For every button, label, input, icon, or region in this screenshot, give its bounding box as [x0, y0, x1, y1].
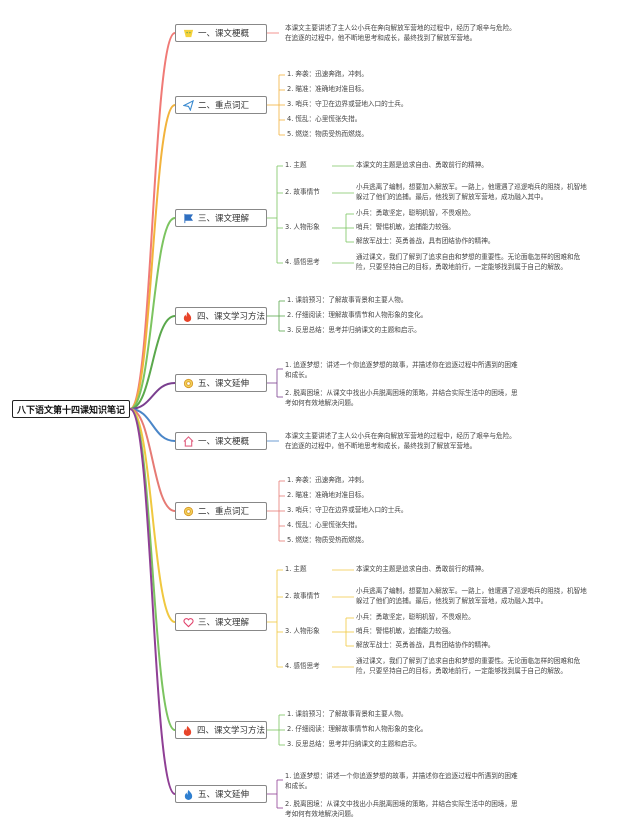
branch-node[interactable]: 一、课文梗概	[175, 432, 267, 450]
fire-icon	[182, 310, 193, 322]
branch-label: 一、课文梗概	[198, 437, 250, 447]
understanding-key: 1. 主题	[285, 565, 307, 573]
branch-label: 一、课文梗概	[198, 29, 250, 39]
home-icon	[182, 435, 194, 447]
list-item: 4. 慌乱：心里慌张失措。	[287, 115, 362, 123]
understanding-value: 通过课文，我们了解到了追求自由和梦想的重要性。无论面临怎样的困难和危	[356, 253, 581, 261]
understanding-key: 3. 人物形象	[285, 223, 320, 231]
extension-line: 和成长。	[285, 371, 312, 379]
understanding-value: 小兵逃离了编制，想要加入解放军。一路上，他遭遇了巡逻哨兵的阻挠，机智地	[356, 587, 587, 595]
understanding-value: 本课文的主题是追求自由、勇敢前行的精神。	[356, 565, 488, 573]
smiley-icon	[182, 27, 194, 39]
understanding-value: 哨兵：警惕机敏，追捕能力较强。	[356, 627, 455, 635]
understanding-key: 1. 主题	[285, 161, 307, 169]
understanding-value: 躲过了他们的追捕。最后，他找到了解放军营地，成功融入其中。	[356, 193, 548, 201]
branch-node[interactable]: 二、重点词汇	[175, 502, 267, 520]
branch-connector	[129, 104, 176, 410]
branch-node[interactable]: 二、重点词汇	[175, 96, 267, 114]
extension-line: 考如何有效地解决问题。	[285, 399, 358, 407]
list-item: 1. 课前预习：了解故事背景和主要人物。	[287, 710, 408, 718]
extension-line: 2. 脱离困境：从课文中找出小兵脱离困境的策略，并结合实际生活中的困境，思	[285, 389, 518, 397]
branch-node[interactable]: 四、课文学习方法	[175, 307, 267, 325]
branch-label: 三、课文理解	[198, 214, 250, 224]
flag-icon	[182, 212, 194, 224]
medal-icon	[182, 505, 194, 517]
flame-blue-icon	[182, 788, 194, 800]
summary-line: 在追逐的过程中，他不断地思考和成长，最终找到了解放军营地。	[285, 442, 477, 450]
understanding-value: 小兵：勇敢坚定，聪明机智，不畏艰险。	[356, 209, 475, 217]
understanding-value: 小兵逃离了编制，想要加入解放军。一路上，他遭遇了巡逻哨兵的阻挠，机智地	[356, 183, 587, 191]
branch-label: 二、重点词汇	[198, 507, 250, 517]
understanding-value: 本课文的主题是追求自由、勇敢前行的精神。	[356, 161, 488, 169]
understanding-value: 解放军战士：英勇善战，具有团结协作的精神。	[356, 641, 495, 649]
list-item: 3. 反思总结：思考并归纳课文的主题和启示。	[287, 740, 421, 748]
fire-icon	[182, 724, 193, 736]
understanding-value: 哨兵：警惕机敏，追捕能力较强。	[356, 223, 455, 231]
understanding-value: 躲过了他们的追捕。最后，他找到了解放军营地，成功融入其中。	[356, 597, 548, 605]
understanding-key: 4. 感悟思考	[285, 662, 320, 670]
extension-line: 1. 追逐梦想：讲述一个你追逐梦想的故事，并描述你在追逐过程中所遇到的困难	[285, 361, 518, 369]
understanding-key: 2. 故事情节	[285, 188, 320, 196]
list-item: 5. 燃烧：物质受热而燃烧。	[287, 130, 368, 138]
list-item: 2. 瞄准：准确地对准目标。	[287, 491, 368, 499]
branch-connector	[129, 408, 176, 623]
extension-line: 2. 脱离困境：从课文中找出小兵脱离困境的策略，并结合实际生活中的困境，思	[285, 800, 518, 808]
extension-line: 1. 追逐梦想：讲述一个你追逐梦想的故事，并描述你在追逐过程中所遇到的困难	[285, 772, 518, 780]
summary-line: 本课文主要讲述了主人公小兵在奔向解放军营地的过程中，经历了艰辛与危险。	[285, 24, 516, 32]
understanding-key: 3. 人物形象	[285, 627, 320, 635]
branch-connector	[129, 408, 176, 795]
branch-node[interactable]: 四、课文学习方法	[175, 721, 267, 739]
branch-label: 四、课文学习方法	[197, 726, 266, 736]
branch-label: 五、课文延伸	[198, 790, 250, 800]
understanding-value: 小兵：勇敢坚定，聪明机智，不畏艰险。	[356, 613, 475, 621]
branch-connector	[129, 382, 176, 410]
summary-line: 本课文主要讲述了主人公小兵在奔向解放军营地的过程中，经历了艰辛与危险。	[285, 432, 516, 440]
list-item: 1. 课前预习：了解故事背景和主要人物。	[287, 296, 408, 304]
branch-label: 五、课文延伸	[198, 379, 250, 389]
branch-label: 四、课文学习方法	[197, 312, 266, 322]
list-item: 1. 奔袭：迅速奔跑，冲刺。	[287, 70, 368, 78]
list-item: 2. 仔细阅读：理解故事情节和人物形象的变化。	[287, 311, 428, 319]
extension-line: 和成长。	[285, 782, 312, 790]
extension-line: 考如何有效地解决问题。	[285, 810, 358, 818]
branch-node[interactable]: 三、课文理解	[175, 209, 267, 227]
branch-connector	[129, 408, 176, 442]
understanding-key: 4. 感悟思考	[285, 258, 320, 266]
branch-label: 三、课文理解	[198, 618, 250, 628]
branch-node[interactable]: 三、课文理解	[175, 613, 267, 631]
list-item: 1. 奔袭：迅速奔跑，冲刺。	[287, 476, 368, 484]
list-item: 3. 哨兵：守卫在边界或营地入口的士兵。	[287, 100, 408, 108]
branch-connector	[129, 315, 176, 410]
understanding-value: 通过课文，我们了解到了追求自由和梦想的重要性。无论面临怎样的困难和危	[356, 657, 581, 665]
branch-node[interactable]: 五、课文延伸	[175, 785, 267, 803]
heart-icon	[182, 616, 194, 628]
branch-connector	[129, 408, 176, 512]
summary-line: 在追逐的过程中，他不断地思考和成长，最终找到了解放军营地。	[285, 34, 477, 42]
understanding-value: 解放军战士：英勇善战，具有团结协作的精神。	[356, 237, 495, 245]
understanding-key: 2. 故事情节	[285, 592, 320, 600]
list-item: 4. 慌乱：心里慌张失措。	[287, 521, 362, 529]
root-node[interactable]: 八下语文第十四课知识笔记	[12, 400, 130, 418]
list-item: 3. 哨兵：守卫在边界或营地入口的士兵。	[287, 506, 408, 514]
list-item: 5. 燃烧：物质受热而燃烧。	[287, 536, 368, 544]
understanding-value: 险，只要坚持自己的目标，勇敢地前行，一定能够找到属于自己的解放。	[356, 667, 567, 675]
branch-node[interactable]: 一、课文梗概	[175, 24, 267, 42]
branch-connector	[129, 32, 176, 410]
understanding-value: 险，只要坚持自己的目标，勇敢地前行，一定能够找到属于自己的解放。	[356, 263, 567, 271]
medal-icon	[182, 377, 194, 389]
list-item: 3. 反思总结：思考并归纳课文的主题和启示。	[287, 326, 421, 334]
paper-plane-icon	[182, 99, 194, 111]
branch-connector	[129, 217, 176, 410]
branch-label: 二、重点词汇	[198, 101, 250, 111]
list-item: 2. 瞄准：准确地对准目标。	[287, 85, 368, 93]
list-item: 2. 仔细阅读：理解故事情节和人物形象的变化。	[287, 725, 428, 733]
branch-node[interactable]: 五、课文延伸	[175, 374, 267, 392]
